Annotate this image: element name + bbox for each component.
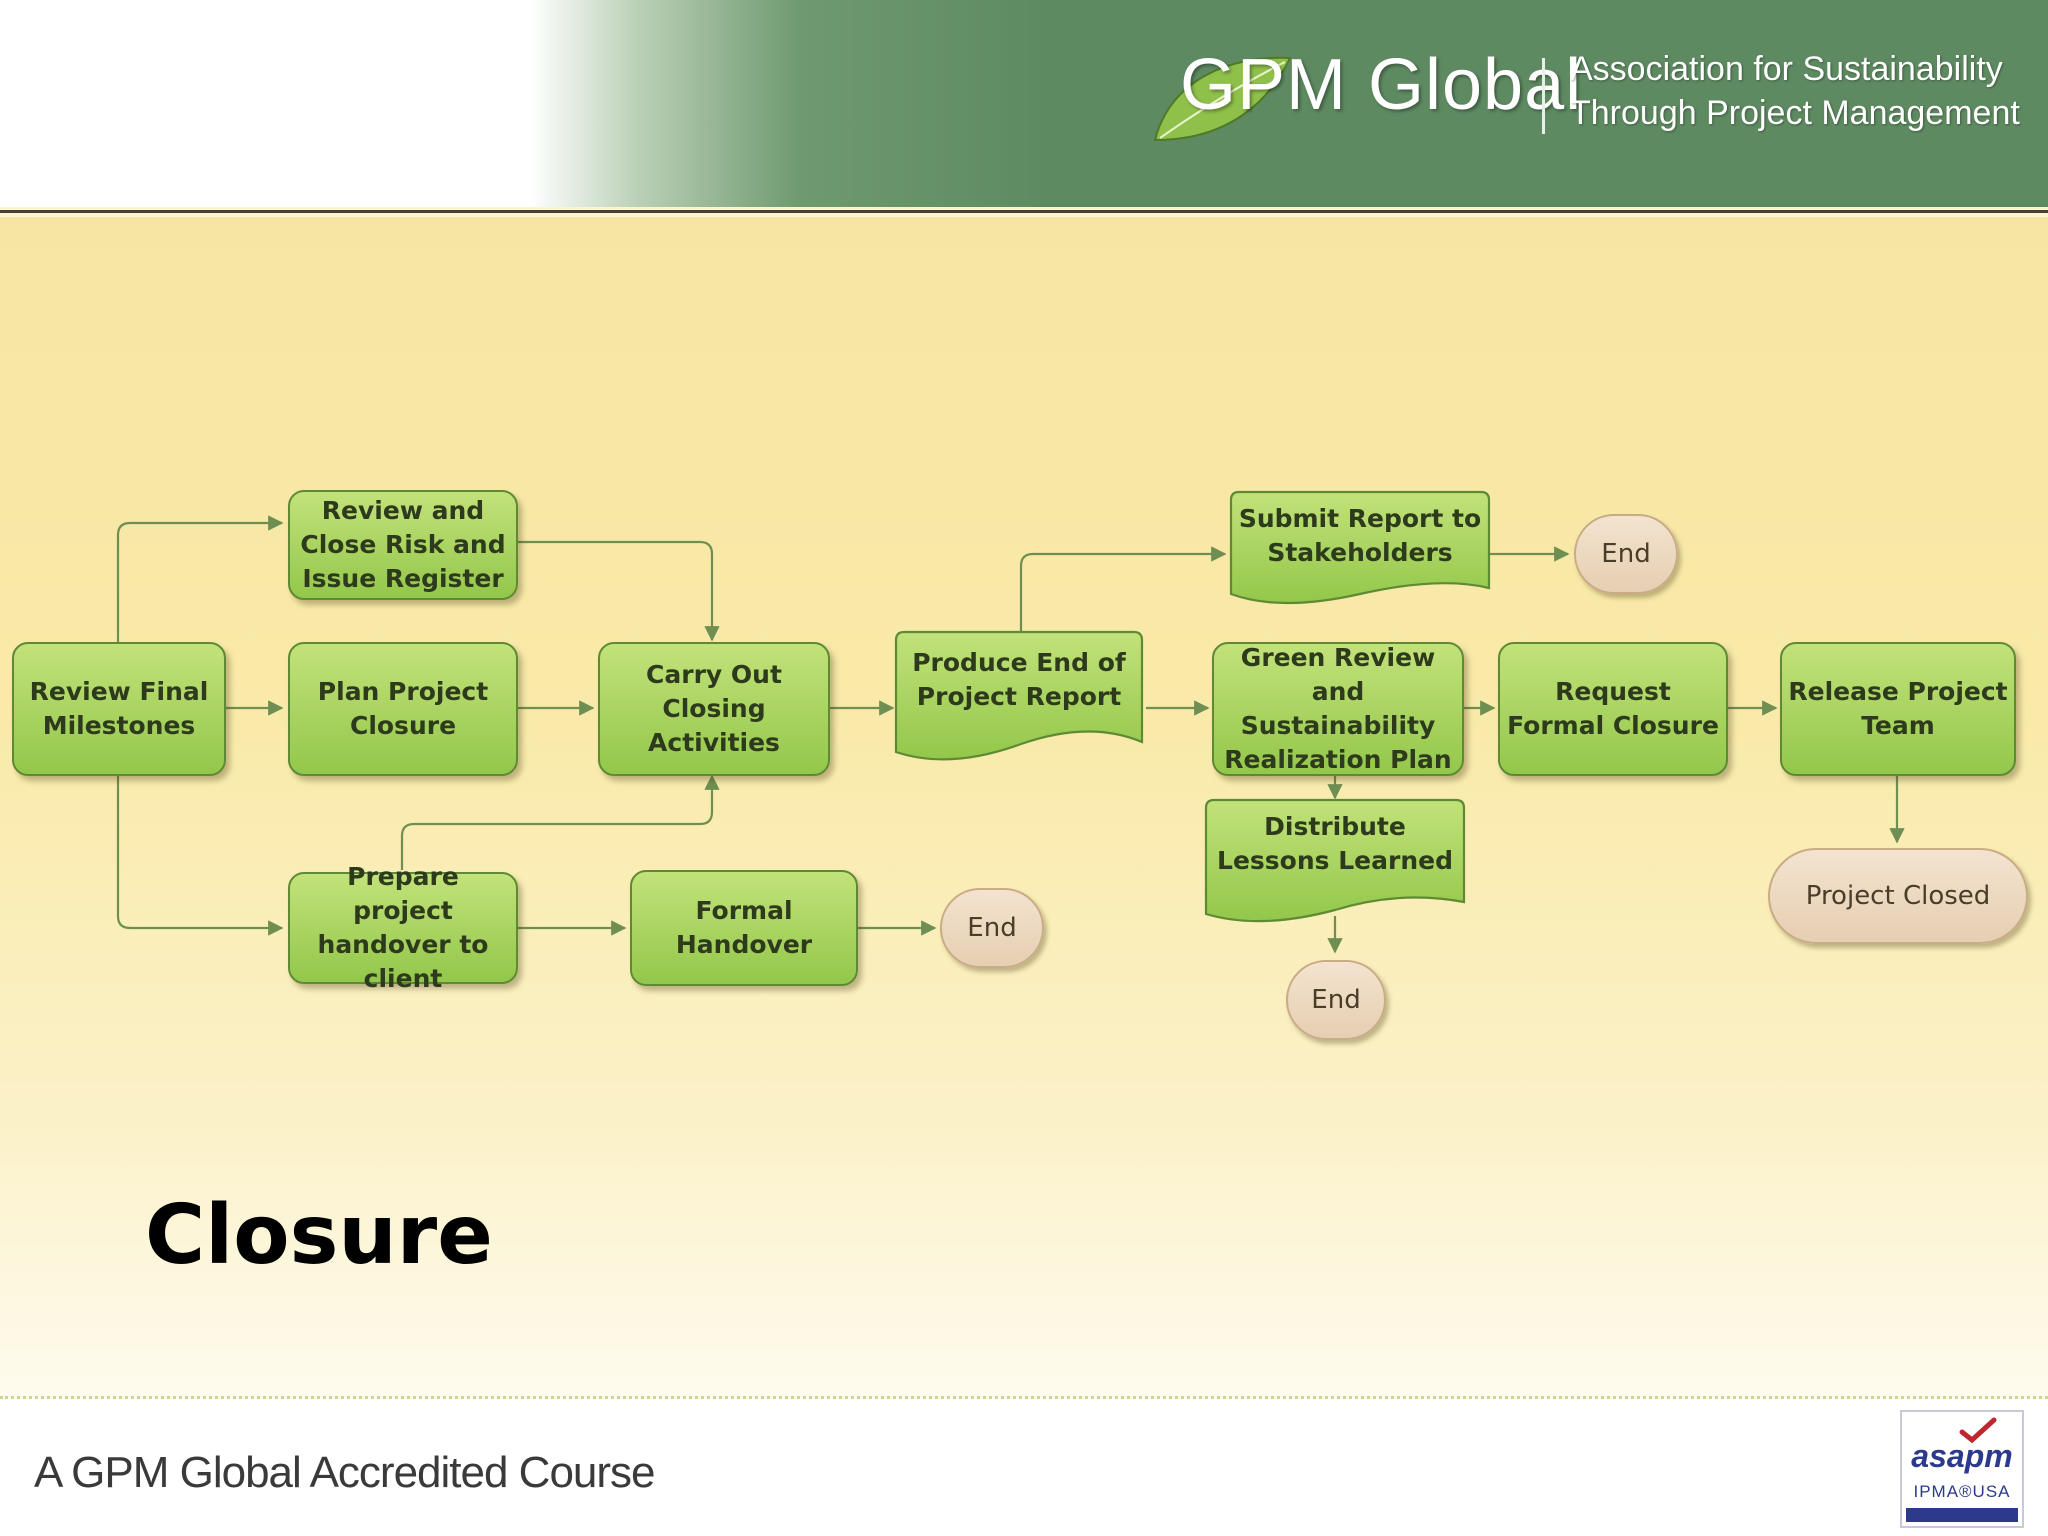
node-review-final-milestones: Review Final Milestones	[12, 642, 226, 776]
slide-title: Closure	[145, 1188, 493, 1283]
logo-separator	[1542, 58, 1545, 134]
connector-review-final-to-review-close	[116, 515, 284, 642]
logo-tagline-line-2: Through Project Management	[1570, 94, 2020, 132]
node-carry-out-closing-activities: Carry Out Closing Activities	[598, 642, 830, 776]
content-panel	[0, 217, 2048, 1397]
end-after-formal-handover: End	[940, 888, 1044, 968]
footer-divider	[0, 1396, 2048, 1403]
header-banner	[0, 0, 2048, 207]
connector-review-close-to-carry	[518, 540, 720, 642]
logo-tagline-line-1: Association for Sustainability	[1570, 50, 2003, 88]
header-divider	[0, 207, 2048, 217]
node-submit-report: Submit Report to Stakeholders	[1238, 504, 1482, 567]
connector-review-final-to-prepare	[116, 774, 284, 936]
node-formal-handover: Formal Handover	[630, 870, 858, 986]
badge-subtext: IPMA®USA	[1913, 1482, 2011, 1501]
node-release-project-team: Release Project Team	[1780, 642, 2016, 776]
end-after-submit-report: End	[1574, 514, 1678, 594]
shape-produce-report	[894, 630, 1144, 761]
node-produce-end-report: Produce End of Project Report	[912, 648, 1126, 711]
shape-distribute-lessons	[1204, 798, 1466, 923]
end-after-distribute-lessons: End	[1286, 960, 1386, 1040]
gpm-global-logo: GPM Global Association for Sustainabilit…	[1150, 40, 2030, 150]
node-plan-project-closure: Plan Project Closure	[288, 642, 518, 776]
node-prepare-handover: Prepare project handover to client	[288, 862, 518, 993]
asapm-badge: asapm IPMA®USA	[1900, 1410, 2024, 1528]
closure-flowchart: Review Final Milestones Review and Close…	[0, 470, 2048, 1070]
flow-connectors	[116, 490, 1905, 954]
logo-brand-text: GPM Global	[1180, 45, 1583, 125]
node-request-formal-closure: Request Formal Closure	[1498, 642, 1728, 776]
shape-submit-report	[1229, 490, 1491, 605]
node-review-close-risk-register: Review and Close Risk and Issue Register	[288, 490, 518, 600]
leaf-icon	[1153, 56, 1292, 142]
badge-logo-text: asapm	[1911, 1438, 2013, 1474]
footer-accredited-text: A GPM Global Accredited Course	[34, 1448, 656, 1497]
badge-strip	[1906, 1508, 2018, 1522]
checkmark-icon	[1959, 1417, 1997, 1444]
node-green-review-plan: Green Review and Sustainability Realizat…	[1212, 642, 1464, 776]
connector-prepare-to-carry	[400, 774, 720, 870]
node-distribute-lessons: Distribute Lessons Learned	[1217, 812, 1453, 875]
node-project-closed: Project Closed	[1768, 848, 2028, 944]
connector-produce-to-submit	[1019, 546, 1227, 632]
